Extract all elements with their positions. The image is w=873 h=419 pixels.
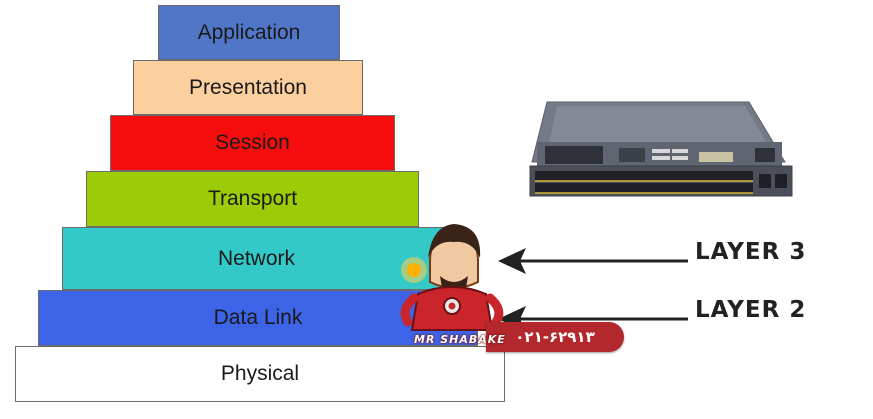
layer-physical: Physical (15, 346, 505, 402)
layer-label: Physical (220, 362, 300, 385)
network-switch-icon (529, 101, 793, 197)
layer-presentation: Presentation (133, 60, 363, 115)
mascot-logo-icon (400, 224, 504, 331)
layer-session: Session (110, 115, 395, 171)
layer3-label: LAYER 3 (695, 239, 807, 265)
layer-application: Application (158, 5, 340, 60)
phone-number-badge: ۰۲۱-۶۲۹۱۳ (486, 322, 624, 352)
layer-label: Data Link (213, 306, 303, 329)
layer-network: Network (62, 227, 451, 290)
layer-label: Session (215, 131, 290, 154)
layer-label: Application (197, 20, 301, 44)
layer-transport: Transport (86, 171, 419, 227)
layer-label: Presentation (189, 75, 307, 99)
brand-label: MR SHABAKE (414, 333, 506, 346)
layer-label: Network (217, 246, 296, 270)
arrow-layer3-icon (498, 248, 688, 274)
layer-label: Transport (207, 187, 298, 210)
layer2-label: LAYER 2 (695, 297, 807, 323)
